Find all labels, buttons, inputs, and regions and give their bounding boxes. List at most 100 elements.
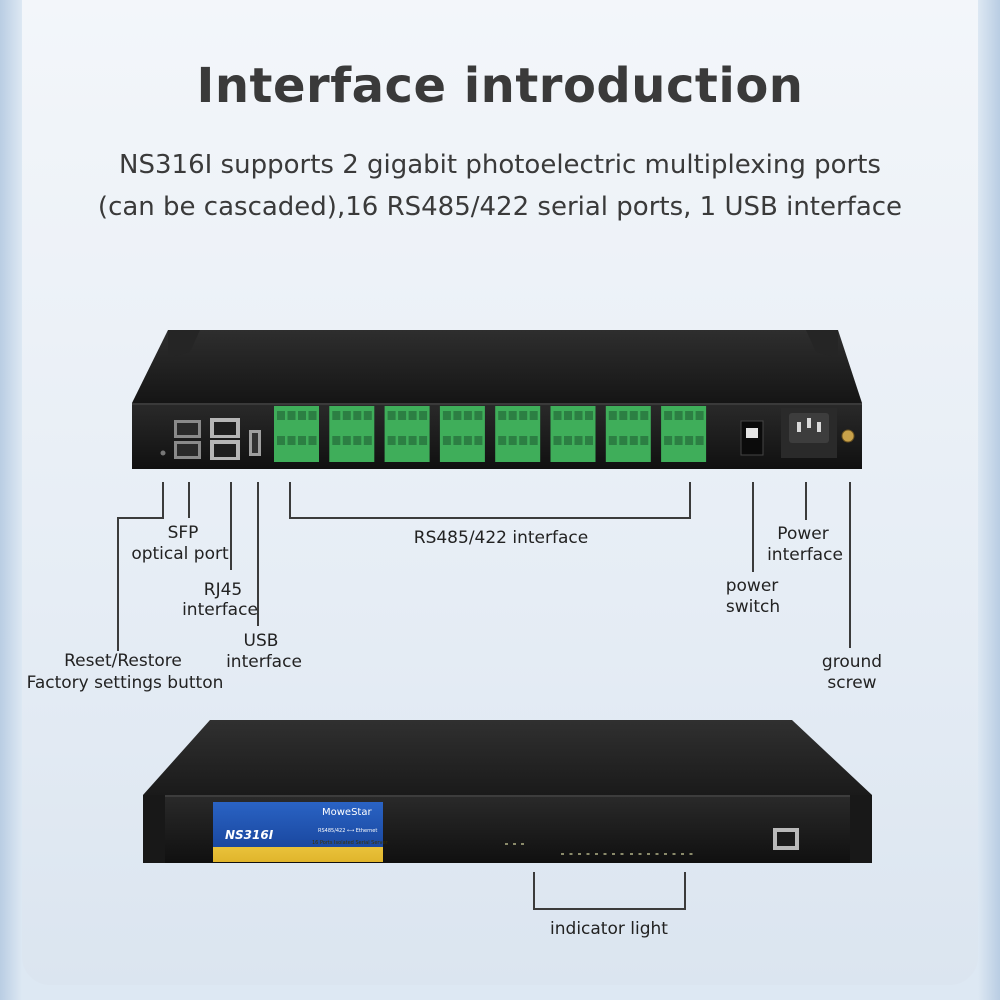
terminal-screw [277,411,285,420]
terminal-screw [463,436,472,445]
indicator-led [655,853,659,855]
terminal-screw [529,411,538,420]
terminal-screw [408,411,417,420]
terminal-screw [608,436,617,445]
indicator-led [603,853,607,855]
ground-label-2: screw [827,673,877,693]
terminal-screw [498,436,507,445]
indicator-led [586,853,590,855]
indicator-led [578,853,581,855]
terminal-screw [640,436,649,445]
terminal-screw [308,436,317,445]
terminal-screw [674,436,683,445]
terminal-screw [685,411,694,420]
front-device-top [143,720,872,795]
terminal-screw [332,411,341,420]
terminal-screw [695,411,704,420]
power-switch-label-2: switch [725,597,781,617]
indicator-led [689,853,693,855]
terminal-screw [308,411,317,420]
terminal-screw [498,411,507,420]
rs485-label: RS485/422 interface [413,528,589,548]
indicator-led [561,853,564,855]
terminal-screw [287,436,296,445]
terminal-screw [529,436,538,445]
front-model-label [213,802,383,862]
sfp-label-2: optical port [131,544,229,564]
terminal-screw [629,411,638,420]
terminal-screw [519,436,528,445]
reset-button [160,450,166,456]
terminal-screw [287,411,296,420]
power-interface-label: Power [777,524,829,544]
terminal-screw [353,436,362,445]
reset-label-2: Factory settings button [26,673,224,693]
indicator-light-label: indicator light [550,919,668,939]
terminal-screw [442,436,451,445]
terminal-screw [564,436,572,445]
terminal-screw [453,436,462,445]
terminal-screw [277,436,285,445]
indicator-led [664,853,667,855]
terminal-screw [629,436,638,445]
usb-label-2: interface [226,652,302,672]
subtitle-line-1: NS316I supports 2 gigabit photoelectric … [119,150,881,180]
terminal-screw [442,411,451,420]
terminal-screw [419,436,428,445]
terminal-screw [398,411,407,420]
terminal-screw [419,411,428,420]
front-brand-text: MoweStar [322,807,372,818]
ground-label: ground [821,652,883,672]
terminal-screw [387,436,396,445]
terminal-screw [474,436,483,445]
terminal-screw [553,436,562,445]
terminal-screw [608,411,617,420]
indicator-led [569,853,573,855]
ground-screw-part [841,429,855,443]
rear-device-ear-left [168,330,200,358]
indicator-led [672,853,676,855]
indicator-led [513,843,516,845]
terminal-screw [463,411,472,420]
terminal-screw [574,436,583,445]
power-interface-label-2: interface [767,545,843,565]
indicator-led [630,853,633,855]
terminal-screw [695,436,704,445]
terminal-screw [474,411,483,420]
indicator-led [647,853,650,855]
terminal-screw [564,411,572,420]
terminal-screw [619,411,628,420]
indicator-led [505,843,508,845]
front-product-line1: RS485/422 ⟷ Ethernet [318,828,378,834]
front-model-text: NS316I [225,828,274,842]
reset-label: Reset/Restore [64,651,182,671]
terminal-screw [298,436,306,445]
rear-device-top [132,330,862,403]
rj45-ports [210,418,240,460]
front-product-line2: 16 Ports Isolated Serial Server [312,840,388,846]
rj45-label-2: interface [182,600,258,620]
terminal-screw [332,436,341,445]
terminal-screw [408,436,417,445]
front-indicator-leds [505,843,693,855]
indicator-led [620,853,624,855]
terminal-screw [553,411,562,420]
terminal-screw [619,436,628,445]
terminal-screw [664,436,673,445]
terminal-screw [342,411,351,420]
terminal-screw [685,436,694,445]
usb-label: USB [243,631,279,651]
indicator-led [595,853,598,855]
terminal-screw [298,411,306,420]
indicator-led [612,853,615,855]
terminal-screw [674,411,683,420]
terminal-screw [508,436,517,445]
terminal-screw [342,436,351,445]
sfp-label: SFP [167,523,199,543]
terminal-screw [585,411,593,420]
terminal-screw [640,411,649,420]
indicator-led [521,843,524,845]
terminal-screw [664,411,673,420]
page-title: Interface introduction [196,58,804,114]
